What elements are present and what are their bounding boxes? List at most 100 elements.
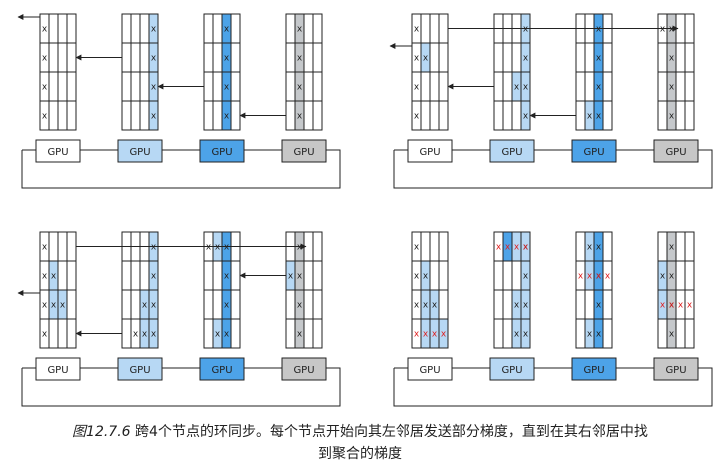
x-mark: x [151, 112, 157, 122]
shaded-cell [421, 43, 430, 72]
x-mark: x [151, 83, 157, 93]
gpu-box-3 [281, 139, 327, 163]
x-mark: x [224, 25, 230, 35]
x-mark: x [151, 243, 157, 253]
x-mark: x [42, 54, 48, 64]
x-mark: x [523, 25, 529, 35]
shaded-cell [49, 261, 58, 290]
x-mark: x [151, 54, 157, 64]
x-mark: x [669, 25, 675, 35]
x-mark: x [423, 301, 429, 311]
x-mark: x [523, 112, 529, 122]
x-mark: x [42, 301, 48, 311]
x-mark: x [669, 301, 675, 311]
x-mark: x [414, 112, 420, 122]
x-mark: x [660, 25, 666, 35]
x-mark: x [523, 272, 529, 282]
ring-connection [21, 149, 341, 189]
shaded-cell [430, 319, 439, 348]
x-mark: x [297, 25, 303, 35]
x-mark: x [523, 301, 529, 311]
x-mark: x [414, 301, 420, 311]
shaded-cell [512, 232, 521, 261]
gpu-2-matrix: x x x x [203, 13, 241, 131]
gpu-label: GPU [129, 147, 150, 158]
shaded-cell [658, 261, 667, 290]
shaded-cell [49, 290, 58, 319]
gpu-box-2 [199, 357, 245, 381]
gpu-box-2 [571, 357, 617, 381]
x-mark: x [42, 330, 48, 340]
x-mark: x [414, 25, 420, 35]
caption-line-2: 到聚合的梯度 [318, 446, 402, 462]
gpu-box-1 [489, 139, 535, 163]
gpu-box-1 [489, 357, 535, 381]
x-mark: x [142, 301, 148, 311]
shaded-cell [512, 319, 521, 348]
x-mark: x [514, 330, 520, 340]
x-mark: x [60, 301, 66, 311]
shaded-cell [286, 261, 295, 290]
x-mark: x [224, 54, 230, 64]
gpu-box-0 [35, 139, 81, 163]
gpu-label: GPU [211, 365, 232, 376]
x-mark: x [42, 112, 48, 122]
x-mark: x [596, 83, 602, 93]
ring-connection [393, 367, 713, 407]
x-mark: x [151, 25, 157, 35]
x-mark: x [587, 243, 593, 253]
gpu-label: GPU [583, 365, 604, 376]
gpu-box-0 [407, 357, 453, 381]
x-mark: x [224, 112, 230, 122]
shaded-cell [140, 319, 149, 348]
shaded-cell [658, 290, 667, 319]
gpu-label: GPU [129, 365, 150, 376]
x-mark: x [297, 330, 303, 340]
gpu-box-3 [653, 139, 699, 163]
x-mark: x [587, 330, 593, 340]
red-x-mark: x [514, 243, 520, 253]
gpu-box-0 [35, 357, 81, 381]
x-mark: x [42, 243, 48, 253]
figure-number: 图12.7.6 [72, 424, 131, 440]
figure-caption: 图12.7.6 跨4个节点的环同步。每个节点开始向其左邻居发送部分梯度，直到在其… [0, 421, 720, 465]
caption-line-1: 跨4个节点的环同步。每个节点开始向其左邻居发送部分梯度，直到在其右邻居中找 [135, 424, 648, 440]
gpu-label: GPU [665, 365, 686, 376]
gpu-box-3 [281, 357, 327, 381]
x-mark: x [596, 112, 602, 122]
red-x-mark: x [678, 301, 684, 311]
x-mark: x [669, 272, 675, 282]
x-mark: x [596, 243, 602, 253]
gpu-label: GPU [419, 147, 440, 158]
gpu-box-3 [653, 357, 699, 381]
x-mark: x [206, 243, 212, 253]
x-mark: x [224, 272, 230, 282]
red-x-mark: x [687, 301, 693, 311]
x-mark: x [51, 301, 57, 311]
x-mark: x [514, 301, 520, 311]
x-mark: x [224, 83, 230, 93]
shaded-cell [213, 319, 222, 348]
red-x-mark: x [441, 330, 447, 340]
x-mark: x [297, 301, 303, 311]
shaded-cell [512, 290, 521, 319]
x-mark: x [596, 301, 602, 311]
shaded-cell [430, 290, 439, 319]
x-mark: x [523, 330, 529, 340]
x-mark: x [42, 25, 48, 35]
x-mark: x [669, 83, 675, 93]
shaded-cell [585, 101, 594, 130]
